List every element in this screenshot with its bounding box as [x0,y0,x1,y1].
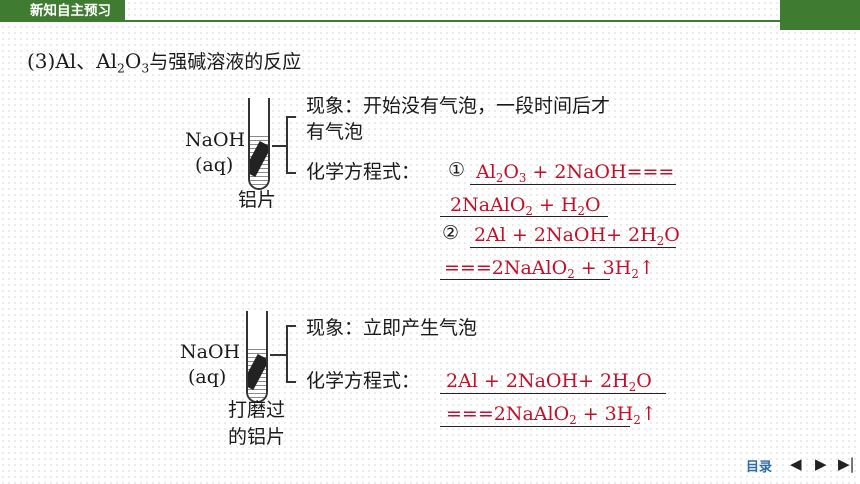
toc-link[interactable]: 目录 [746,460,773,475]
exp1-metal-label: 铝片 [238,189,277,211]
exp1-test-tube-icon [248,98,270,190]
exp1-answer-rule-4 [440,279,610,280]
header-rule [125,20,780,22]
exp1-eq1-line2: 2NaAlO2 + H2O [450,194,601,219]
exp1-phenomenon-line1: 现象：开始没有气泡，一段时间后才 [306,95,611,117]
exp1-circled-1: ① [448,159,466,181]
exp1-answer-rule-3 [470,247,676,248]
exp1-brace-stem [272,145,286,147]
exp1-phenomenon-line2: 有气泡 [306,121,364,143]
exp2-equation-label: 化学方程式： [306,370,421,392]
exp2-eq-line1: 2Al + 2NaOH+ 2H2O [446,370,652,395]
exp2-metal-label-line1: 打磨过 [228,399,286,421]
exp1-brace [286,116,296,174]
exp1-circled-2: ② [442,222,460,244]
exp2-reagent-name: NaOH [180,341,241,363]
exp1-eq1-line1: Al2O3 + 2NaOH=== [476,161,675,186]
exp1-equation-label: 化学方程式： [306,161,421,183]
header-corner-block [780,0,860,30]
exp2-reagent-state: (aq) [188,366,227,388]
exp1-reagent-name: NaOH [185,129,246,151]
exp1-eq2-line2: ===2NaAlO2 + 3H2↑ [444,257,655,282]
exp2-answer-rule-2 [440,426,630,427]
exp1-answer-rule-2 [440,216,608,217]
exp2-brace-stem [270,354,286,356]
last-page-icon[interactable]: ▶| [838,455,855,473]
section-tab: 新知自主预习 [0,0,125,22]
exp1-answer-rule-1 [470,184,676,185]
exp2-brace [286,325,296,383]
exp2-answer-rule-1 [440,393,666,394]
next-page-icon[interactable]: ▶ [815,455,827,473]
exp2-test-tube-icon [246,311,268,403]
section-tab-label: 新知自主预习 [30,3,111,19]
exp1-eq2-line1: 2Al + 2NaOH+ 2H2O [474,224,680,249]
exp2-metal-label-line2: 的铝片 [228,426,286,448]
prev-page-icon[interactable]: ◀ [790,455,802,473]
exp2-eq-line2: ===2NaAlO2 + 3H2↑ [446,403,657,428]
exp2-phenomenon: 现象：立即产生气泡 [306,317,478,339]
exp1-reagent-state: (aq) [195,154,234,176]
section-heading: (3)Al、Al2O3与强碱溶液的反应 [27,49,302,76]
